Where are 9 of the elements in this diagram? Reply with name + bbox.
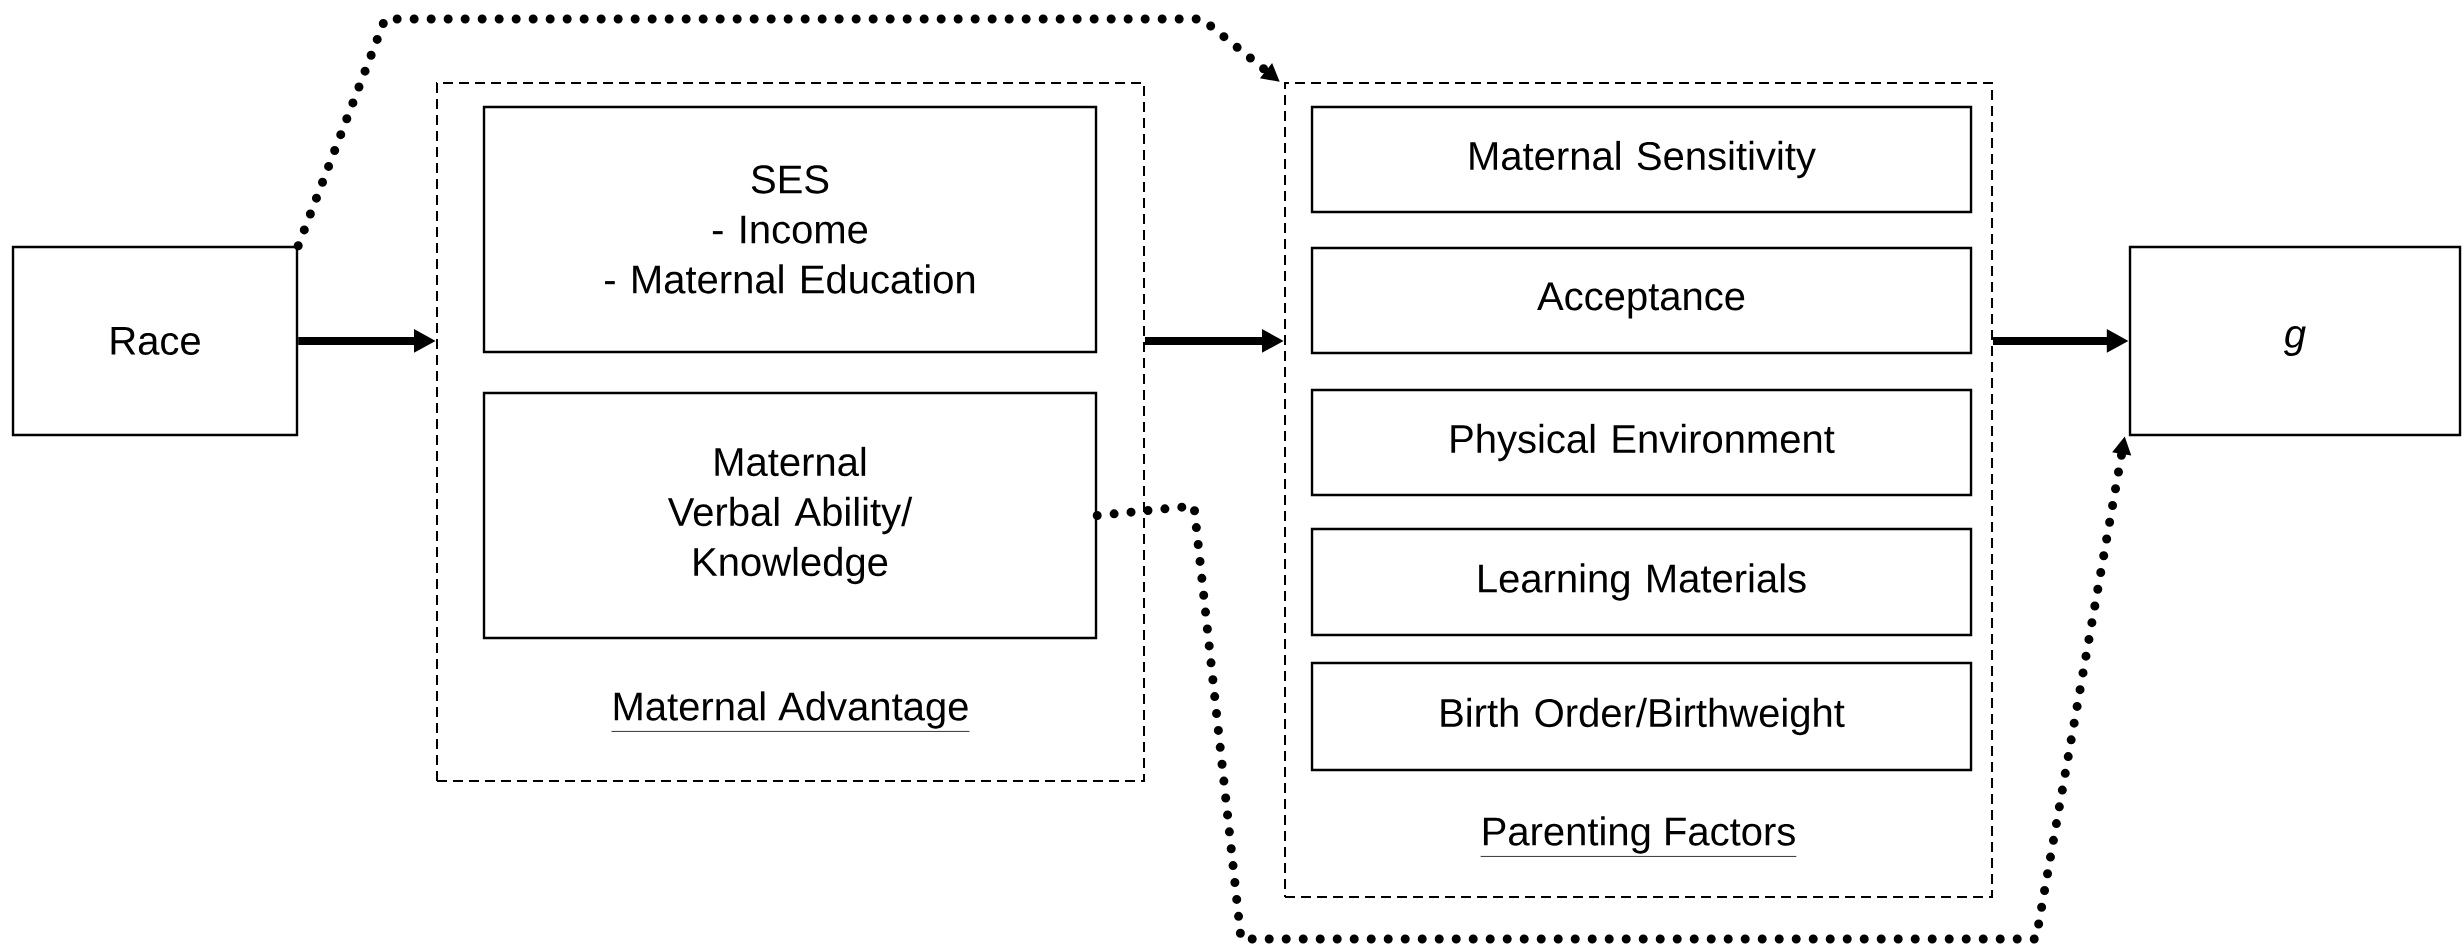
text-box: Race [11,245,299,437]
text-box: Birth Order/Birthweight [1310,661,1973,772]
text-box: Learning Materials [1310,527,1973,637]
text-box: Maternal Sensitivity [1310,105,1973,214]
text-box: Acceptance [1310,246,1973,355]
text-box: Physical Environment [1310,388,1973,497]
text-box: SES - Income - Maternal Education [482,105,1098,354]
text-box: Maternal Verbal Ability/ Knowledge [482,391,1098,640]
text-box: g [2128,245,2462,437]
